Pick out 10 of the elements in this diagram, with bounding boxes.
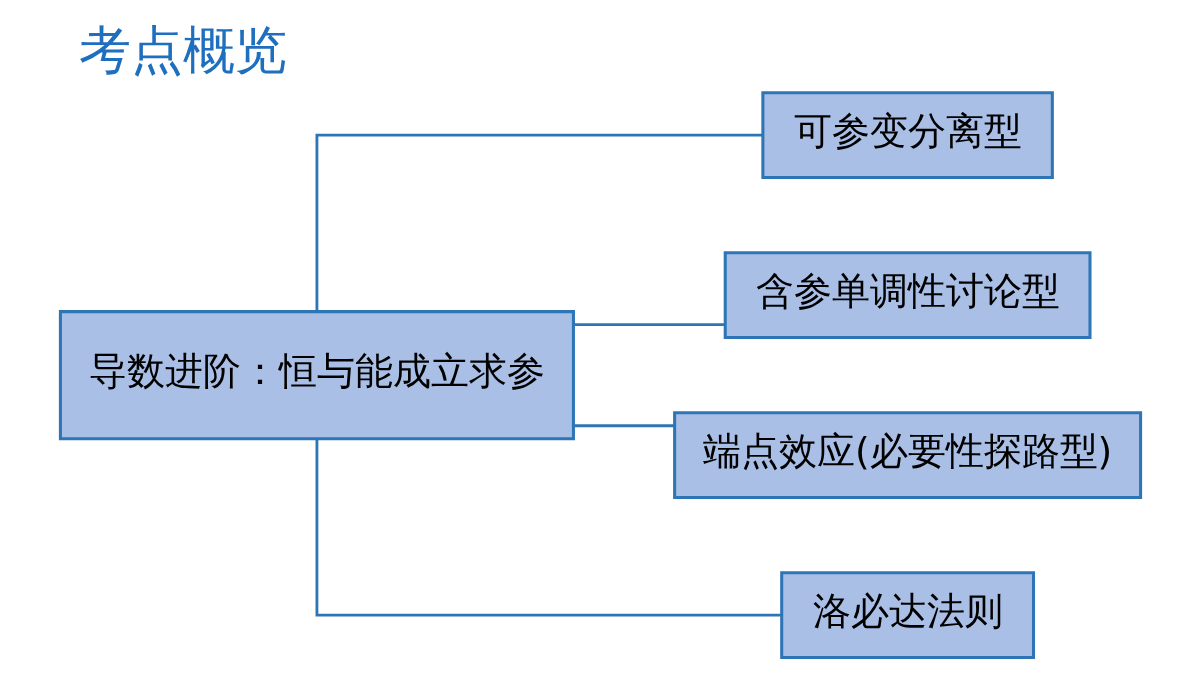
- connector: [315, 133, 762, 312]
- node-box: 可参变分离型: [760, 91, 1054, 179]
- connector: [315, 438, 782, 617]
- connector: [573, 424, 674, 428]
- node-box: 导数进阶：恒与能成立求参: [58, 310, 575, 441]
- connector: [573, 323, 725, 326]
- node-box: 端点效应(必要性探路型): [672, 411, 1142, 500]
- node-box: 含参单调性讨论型: [723, 251, 1091, 340]
- node-box: 洛必达法则: [779, 571, 1035, 660]
- diagram-title: 考点概览: [78, 20, 287, 81]
